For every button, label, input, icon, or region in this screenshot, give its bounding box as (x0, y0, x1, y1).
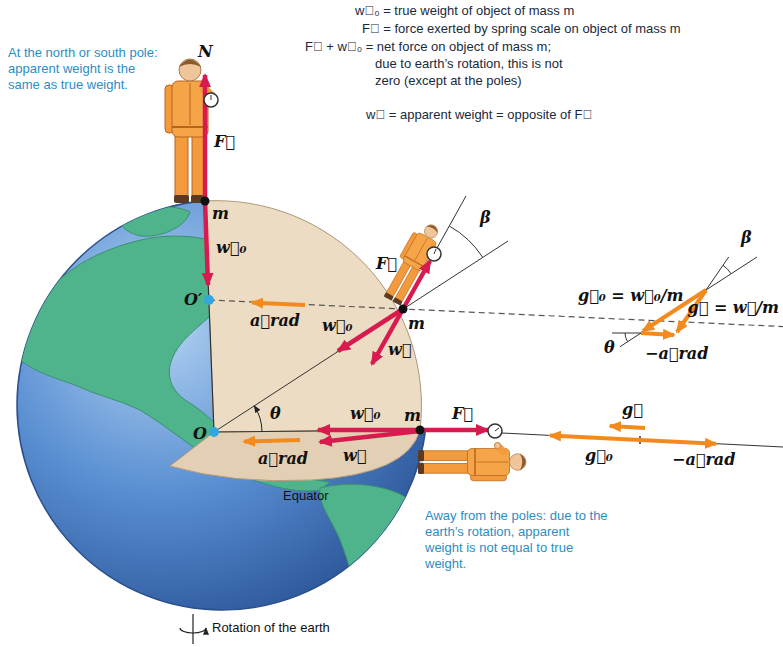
angle-label: β (741, 228, 752, 247)
force-vectors (205, 75, 488, 442)
guide-lines-part (214, 241, 508, 432)
guide-lines-part (437, 196, 466, 248)
guide-lines-part (620, 333, 641, 347)
equator-plane (170, 430, 420, 481)
spring-scale-part (495, 428, 499, 431)
orange-vectors-part (550, 436, 640, 441)
vector-label: −a⃗rad (672, 450, 735, 469)
point-label: O′ (184, 290, 202, 309)
vector-label: g⃗₀ (585, 446, 613, 465)
points-part (416, 426, 425, 435)
definition-note: F⃗ + w⃗₀ = net force on object of mass m… (305, 38, 575, 89)
vector-equation: g⃗ = w⃗/m (688, 298, 779, 317)
definition-note: F⃗ = force exerted by spring scale on ob… (362, 20, 681, 37)
guide-lines-part (214, 430, 420, 432)
orange-vectors-part (640, 440, 716, 444)
vector-label: w⃗ (343, 446, 366, 465)
vector-label: F⃗ (214, 132, 235, 151)
vector-label: −a⃗rad (645, 344, 708, 363)
vector-label: g⃗ (622, 400, 643, 419)
orange-vectors-part (244, 440, 300, 442)
point-label: O (193, 424, 207, 443)
guide-lines-part (502, 433, 783, 447)
force-vectors-part (403, 261, 430, 309)
points (201, 197, 425, 438)
vector-equation: g⃗₀ = w⃗₀/m (578, 286, 684, 305)
orange-vectors-part (252, 303, 305, 305)
angle-label: θ (270, 404, 281, 423)
rotation-symbol-part (180, 628, 206, 633)
point-label: m (212, 204, 229, 223)
guide-lines-part (625, 333, 628, 342)
orange-vectors (244, 290, 716, 444)
orange-vectors-part (641, 333, 674, 335)
cutaway-plane (205, 201, 421, 432)
guide-lines-part (706, 257, 757, 290)
spring-scale (204, 93, 502, 438)
points-part (204, 295, 214, 305)
spring-scale-part (434, 249, 436, 254)
vector-label: w⃗₀ (350, 404, 380, 423)
guide-lines-part (254, 406, 262, 432)
vector-label: w⃗ (388, 340, 411, 359)
continents-part (320, 484, 414, 612)
point-label: m (408, 314, 425, 333)
vector-label: w⃗₀ (322, 316, 352, 335)
axis-label: N (198, 42, 213, 61)
continents-part (120, 207, 190, 237)
definition-note: w⃗ = apparent weight = opposite of F⃗ (366, 106, 592, 123)
spring-scale-part (488, 424, 502, 438)
vector-label: F⃗ (452, 404, 473, 423)
people-part (165, 59, 216, 203)
angle-label: θ (604, 338, 615, 357)
callout-note: Away from the poles: due to the earth’s … (425, 508, 610, 572)
guide-lines-part (723, 265, 731, 273)
points-part (399, 305, 408, 314)
points-part (201, 197, 210, 206)
callout-note: At the north or south pole: apparent wei… (8, 45, 166, 93)
guide-lines-part (450, 226, 483, 257)
vector-label: w⃗₀ (216, 238, 246, 257)
vector-label: a⃗rad (250, 311, 300, 330)
rotation-label: Rotation of the earth (212, 620, 330, 635)
angle-label: β (480, 208, 491, 227)
force-vectors-part (205, 201, 208, 285)
people-part (418, 443, 526, 481)
points-part (209, 427, 219, 437)
equator-label: Equator (283, 488, 329, 503)
spring-scale-part (427, 247, 441, 261)
guide-lines (205, 196, 783, 447)
force-vectors-part (320, 431, 420, 442)
point-label: m (404, 406, 421, 425)
rotation-symbol-part (192, 614, 193, 644)
guide-lines-part (205, 201, 214, 432)
orange-vectors-part (610, 426, 645, 428)
definition-note: w⃗₀ = true weight of object of mass m (355, 2, 574, 19)
people (165, 59, 526, 481)
spring-scale-part (211, 95, 212, 100)
spring-scale-part (204, 93, 218, 107)
vector-label: F⃗ (376, 254, 397, 273)
guide-lines-part (612, 333, 641, 334)
rotation-symbol (180, 614, 206, 644)
force-vectors-part (420, 428, 488, 433)
vector-label: a⃗rad (258, 449, 308, 468)
guide-lines-part (706, 257, 729, 290)
